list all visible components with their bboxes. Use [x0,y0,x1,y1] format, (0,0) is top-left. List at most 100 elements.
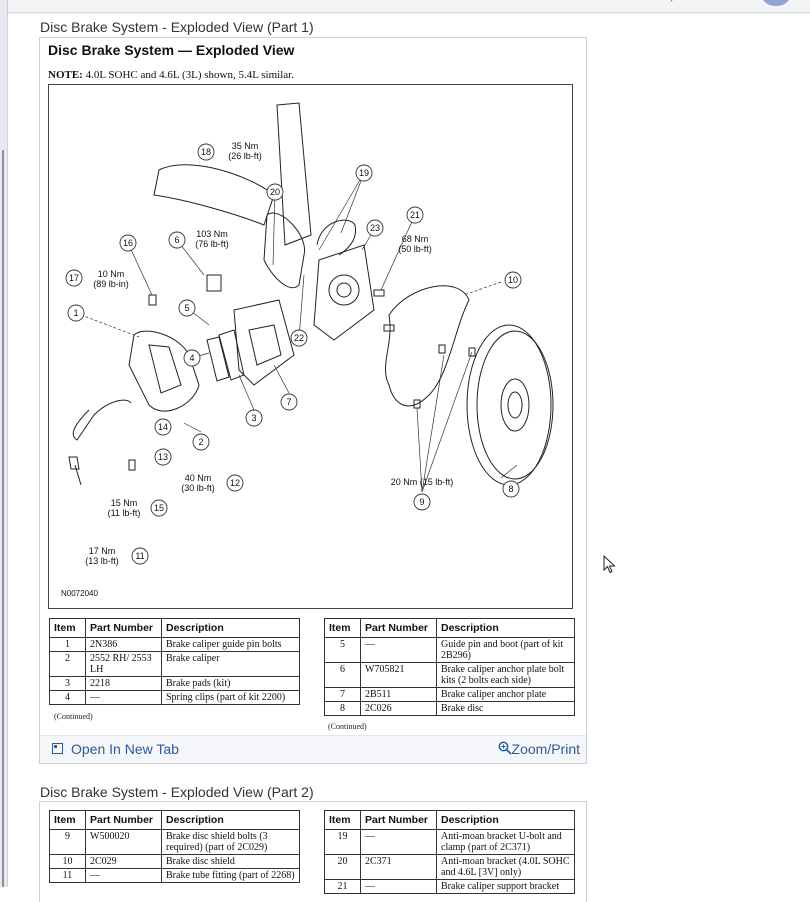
table-header-row: Item Part Number Description [324,810,575,830]
torque-6-lbft: (76 lb-ft) [195,239,229,249]
cell-item: 7 [324,687,361,702]
note-label: NOTE: [48,69,83,81]
table-header-row: Item Part Number Description [324,618,575,638]
col-description: Description [436,810,575,830]
cell-item: 8 [324,701,361,716]
table-row: 5—Guide pin and boot (part of kit 2B296) [324,637,575,663]
callout-20: 20 [270,187,280,197]
cell-desc: Brake disc shield [161,854,300,869]
torque-12-nm: 40 Nm [185,473,212,483]
cell-desc: Spring clips (part of kit 2200) [161,690,300,705]
scroll-track [2,150,4,887]
zoom-print-link[interactable]: Zoom/Print [498,741,580,757]
callout-9: 9 [419,497,424,507]
torque-15-lbft: (11 lb-ft) [108,508,141,518]
top-toolbar: › [8,0,810,13]
col-part-number: Part Number [360,618,437,638]
col-item: Item [324,618,361,638]
callout-23: 23 [370,223,380,233]
torque-17-lbft: (89 lb-in) [93,279,129,289]
col-description: Description [436,618,575,638]
section-title-part2: Disc Brake System - Exploded View (Part … [40,784,314,800]
cell-desc: Brake caliper [161,651,300,677]
cell-part: 2B511 [360,687,437,702]
cell-desc: Anti-moan bracket U-bolt and clamp (part… [436,829,575,855]
cell-item: 20 [324,854,361,880]
axle-shaft [153,164,275,226]
cell-part: 2552 RH/ 2553 LH [85,651,162,677]
torque-17-nm: 10 Nm [98,269,125,279]
callout-21: 21 [410,210,420,220]
cell-desc: Guide pin and boot (part of kit 2B296) [436,637,575,663]
cell-part: W500020 [85,829,162,855]
callout-3: 3 [251,413,256,423]
anchor-plate-shape [233,299,295,386]
cell-desc: Brake tube fitting (part of 2268) [161,868,300,883]
exploded-view-figure[interactable]: 1 2 3 4 5 6 7 8 9 10 11 12 13 14 15 16 1… [48,84,573,609]
left-edge-panel [0,0,8,887]
col-part-number: Part Number [360,810,437,830]
chevron-icon[interactable]: › [670,0,673,5]
table-row: 11—Brake tube fitting (part of 2268) [49,868,300,883]
cell-desc: Brake caliper guide pin bolts [161,637,300,652]
figure-code: N0072040 [61,589,98,598]
callout-10: 10 [508,275,518,285]
col-item: Item [49,810,86,830]
cell-desc: Brake pads (kit) [161,676,300,691]
cell-desc: Brake caliper anchor plate bolt kits (2 … [436,662,575,688]
zoom-icon [498,741,512,755]
table-header-row: Item Part Number Description [49,810,300,830]
col-part-number: Part Number [85,810,162,830]
cell-part: — [360,829,437,855]
cell-item: 11 [49,868,86,883]
cell-desc: Anti-moan bracket (4.0L SOHC and 4.6L [3… [436,854,575,880]
disc-shield [385,285,470,407]
callout-8: 8 [508,484,513,494]
cell-item: 3 [49,676,86,691]
callout-22: 22 [294,333,304,343]
cell-part: 2C029 [85,854,162,869]
hub-assembly [313,244,375,341]
open-new-tab-link[interactable]: Open In New Tab [52,741,179,757]
mouse-cursor-icon [603,555,616,574]
brake-caliper-shape [128,330,200,412]
cell-part: W705821 [360,662,437,688]
cell-part: — [85,868,162,883]
cell-part: — [85,690,162,705]
callout-13: 13 [158,452,168,462]
cell-part: 2C026 [360,701,437,716]
cell-item: 2 [49,651,86,677]
table-header-row: Item Part Number Description [49,618,300,638]
avatar[interactable] [762,0,790,6]
cell-desc: Brake caliper anchor plate [436,687,575,702]
cell-part: 2N386 [85,637,162,652]
callout-11: 11 [135,551,144,561]
col-item: Item [324,810,361,830]
callout-18: 18 [201,147,211,157]
zoom-print-label: Zoom/Print [511,741,580,757]
cell-desc: Brake disc shield bolts (3 required) (pa… [161,829,300,855]
continued-note-left: (Continued) [54,712,93,721]
callout-4: 4 [189,353,194,363]
torque-18-nm: 35 Nm [232,141,259,151]
cell-item: 5 [324,637,361,663]
diagram-card-part1: Disc Brake System — Exploded View NOTE: … [39,37,587,764]
steering-knuckle-upper [276,102,312,246]
cell-item: 9 [49,829,86,855]
callout-12: 12 [230,478,240,488]
cell-part: — [360,637,437,663]
torque-21-nm: 68 Nm [402,234,429,244]
torque-6-nm: 103 Nm [196,229,228,239]
torque-15-nm: 15 Nm [111,498,138,508]
parts-table-right-part2: Item Part Number Description 19—Anti-moa… [324,810,575,894]
